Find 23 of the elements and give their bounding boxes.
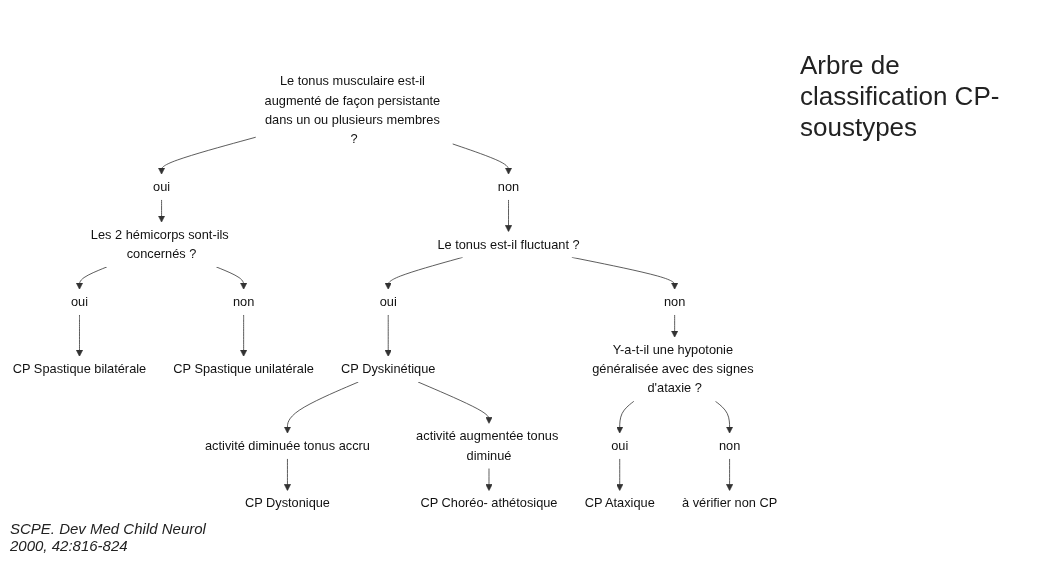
diagram-title: Arbre de classification CP-soustypes — [800, 50, 1001, 143]
node-text: non — [497, 179, 520, 194]
node-text: activité diminuée tonus accru — [205, 438, 370, 453]
citation-note: SCPE. Dev Med Child Neurol 2000, 42:816-824 — [10, 520, 207, 554]
node-text: oui — [153, 179, 171, 194]
node-text: non — [663, 294, 686, 309]
node-text: Le tonus musculaire est-il augmenté de façon persistante dans un ou plusieurs membres ? — [264, 74, 441, 146]
node-text: CP Dystonique — [244, 496, 330, 510]
node-text: activité augmentée tonus diminué — [416, 429, 559, 462]
node-text: non — [232, 294, 255, 309]
node-text: Les 2 hémicorps sont-ils concernés ? — [90, 227, 229, 261]
node-text: oui — [611, 438, 629, 453]
node-text: CP Dyskinétique — [341, 362, 436, 376]
node-text: CP Choréo- athétosique — [420, 496, 558, 510]
node-text: CP Spastique bilatérale — [12, 362, 147, 376]
node-text: non — [718, 438, 741, 453]
node-text: Y-a-t-il une hypotonie généralisée avec des signes d'ataxie ? — [592, 342, 754, 395]
node-text: à vérifier non CP — [681, 496, 778, 510]
node-text: CP Spastique unilatérale — [173, 362, 314, 376]
node-text: CP Ataxique — [584, 496, 655, 510]
node-text: oui — [70, 294, 89, 309]
node-text: oui — [379, 294, 397, 309]
node-text: Le tonus est-il fluctuant ? — [437, 237, 580, 251]
